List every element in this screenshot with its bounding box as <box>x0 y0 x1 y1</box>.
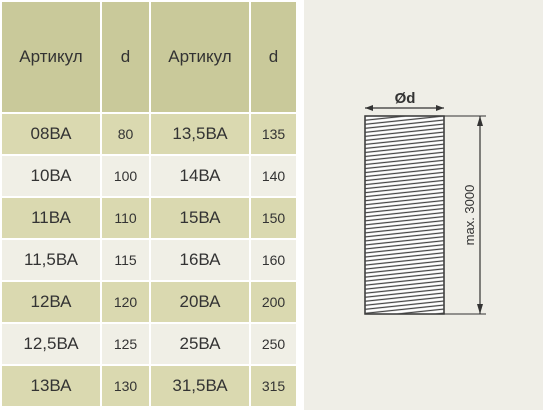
table-header-row: Артикул d Артикул d <box>2 2 296 112</box>
table-row: 11ВА 110 15ВА 150 <box>2 198 296 238</box>
article-cell: 20ВА <box>151 282 249 322</box>
duct-drawing: Ød max. 3000 <box>364 90 486 315</box>
diameter-arrow-right <box>436 105 444 111</box>
diameter-cell: 250 <box>251 324 296 364</box>
article-cell: 16ВА <box>151 240 249 280</box>
diameter-cell: 100 <box>102 156 149 196</box>
diameter-cell: 115 <box>102 240 149 280</box>
length-arrow-top <box>477 116 483 126</box>
diameter-cell: 135 <box>251 114 296 154</box>
diameter-cell: 200 <box>251 282 296 322</box>
length-arrow-bottom <box>477 304 483 314</box>
article-cell: 11,5ВА <box>2 240 100 280</box>
table-row: 12,5ВА 125 25ВА 250 <box>2 324 296 364</box>
header-diameter-2: d <box>251 2 296 112</box>
table-row: 13ВА 130 31,5ВА 315 <box>2 366 296 406</box>
diameter-cell: 130 <box>102 366 149 406</box>
article-cell: 10ВА <box>2 156 100 196</box>
article-cell: 15ВА <box>151 198 249 238</box>
article-cell: 13ВА <box>2 366 100 406</box>
product-table: Артикул d Артикул d 08ВА 80 13,5ВА 135 1… <box>2 2 296 406</box>
length-label: max. 3000 <box>462 185 477 246</box>
diameter-label: Ød <box>395 90 416 107</box>
header-article-1: Артикул <box>2 2 100 112</box>
table-row: 08ВА 80 13,5ВА 135 <box>2 114 296 154</box>
article-cell: 31,5ВА <box>151 366 249 406</box>
table-row: 10ВА 100 14ВА 140 <box>2 156 296 196</box>
article-cell: 13,5ВА <box>151 114 249 154</box>
diameter-cell: 150 <box>251 198 296 238</box>
diameter-cell: 110 <box>102 198 149 238</box>
article-cell: 08ВА <box>2 114 100 154</box>
article-cell: 14ВА <box>151 156 249 196</box>
header-diameter-1: d <box>102 2 149 112</box>
diameter-cell: 315 <box>251 366 296 406</box>
diameter-arrow-left <box>365 105 373 111</box>
header-article-2: Артикул <box>151 2 249 112</box>
diameter-cell: 140 <box>251 156 296 196</box>
table-row: 12ВА 120 20ВА 200 <box>2 282 296 322</box>
article-cell: 25ВА <box>151 324 249 364</box>
article-cell: 12ВА <box>2 282 100 322</box>
table-row: 11,5ВА 115 16ВА 160 <box>2 240 296 280</box>
duct-corrugation <box>365 116 444 314</box>
diameter-cell: 80 <box>102 114 149 154</box>
diameter-cell: 160 <box>251 240 296 280</box>
article-cell: 11ВА <box>2 198 100 238</box>
diameter-cell: 125 <box>102 324 149 364</box>
product-table-area: Артикул d Артикул d 08ВА 80 13,5ВА 135 1… <box>0 0 304 410</box>
diameter-cell: 120 <box>102 282 149 322</box>
article-cell: 12,5ВА <box>2 324 100 364</box>
